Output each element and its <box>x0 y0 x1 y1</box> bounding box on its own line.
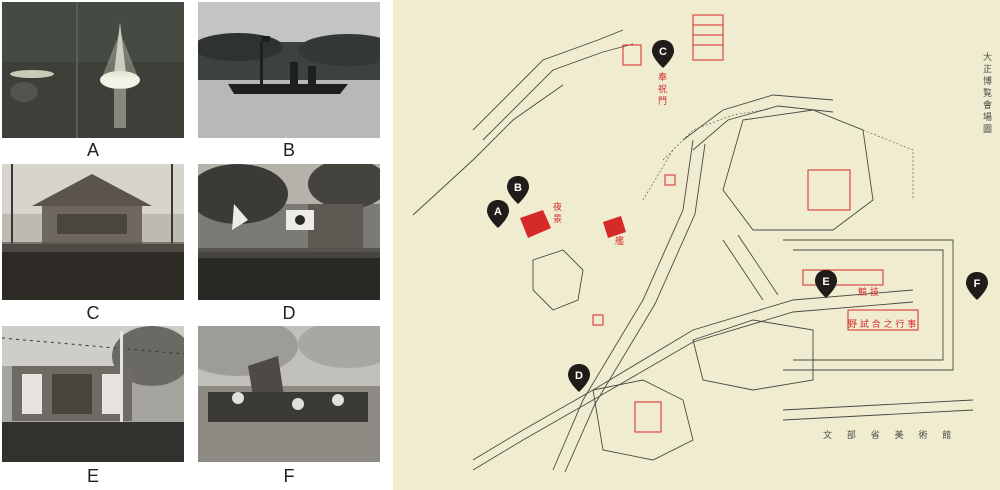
photo-f-performance <box>198 326 380 462</box>
photo-c-pavilion <box>2 164 184 300</box>
photo-b-warship <box>198 2 380 138</box>
svg-text:競: 競 <box>858 286 867 298</box>
svg-text:會: 會 <box>983 99 992 111</box>
map-marker-a[interactable]: A <box>487 200 509 228</box>
svg-text:場: 場 <box>983 111 992 123</box>
svg-text:D: D <box>575 370 583 382</box>
svg-text:門: 門 <box>658 96 667 107</box>
map-red-labels: 奉 祝 門 夜 景 艦 競 技 <box>553 71 879 298</box>
svg-text:祝: 祝 <box>658 83 667 95</box>
svg-text:技: 技 <box>870 286 879 298</box>
photo-f-caption: F <box>283 466 295 486</box>
photo-e-caption: E <box>86 466 99 486</box>
svg-text:博: 博 <box>983 75 992 87</box>
photo-c-caption: C <box>86 303 100 323</box>
exposition-map: 大 正 博 覧 會 場 圖 奉 祝 門 夜 景 艦 競 技 文 部 省 美 術 … <box>393 0 1000 490</box>
map-red-features <box>592 14 919 433</box>
svg-text:大: 大 <box>983 51 992 63</box>
map-marker-c[interactable]: C <box>652 40 674 68</box>
svg-text:艦: 艦 <box>615 235 624 247</box>
svg-text:景: 景 <box>553 214 562 225</box>
photo-a-caption: A <box>86 140 99 160</box>
svg-text:C: C <box>659 46 667 58</box>
svg-text:F: F <box>974 278 981 290</box>
map-roads <box>412 29 974 473</box>
svg-text:覧: 覧 <box>983 87 992 99</box>
map-hall-label: 野 試 合 之 行 事 <box>848 318 916 330</box>
map-marker-b[interactable]: B <box>507 176 529 204</box>
svg-text:正: 正 <box>983 65 992 75</box>
photo-a-night-lights <box>2 2 184 138</box>
svg-text:奉: 奉 <box>658 71 667 83</box>
svg-text:夜: 夜 <box>553 201 562 213</box>
photo-d-gate-flags <box>198 164 380 300</box>
map-culture-label: 文 部 省 美 術 館 <box>823 429 957 441</box>
map-marker-d[interactable]: D <box>568 364 590 392</box>
svg-text:B: B <box>514 182 522 194</box>
photo-e-arch <box>2 326 184 462</box>
map-marker-e[interactable]: E <box>815 270 837 298</box>
map-paper <box>393 0 1000 490</box>
map-boundary-dashed <box>642 109 914 201</box>
photo-b-caption: B <box>282 140 295 160</box>
map-marker-f[interactable]: F <box>966 272 988 300</box>
map-red-ships <box>520 210 626 238</box>
svg-text:A: A <box>494 206 502 218</box>
svg-text:圖: 圖 <box>983 124 992 135</box>
svg-text:E: E <box>822 276 829 288</box>
photo-d-caption: D <box>282 303 296 323</box>
map-vertical-labels: 大 正 博 覧 會 場 圖 <box>983 51 992 135</box>
